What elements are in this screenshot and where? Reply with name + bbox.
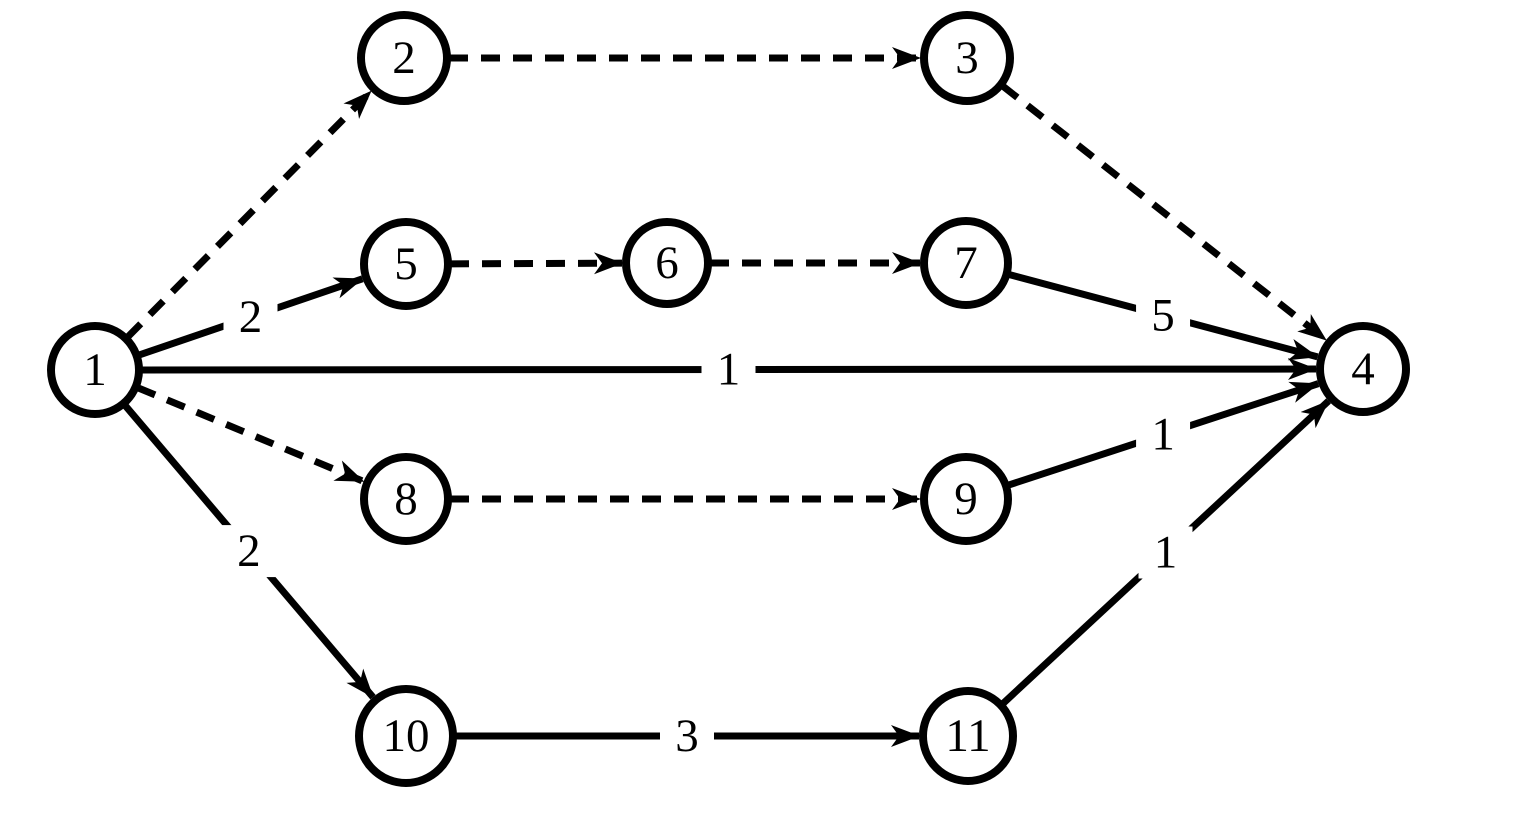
node-circle-11 — [919, 687, 1017, 785]
node-circle-10 — [355, 685, 457, 787]
edge-1-2 — [124, 88, 374, 340]
edge-label-bg-1-5 — [223, 291, 278, 343]
node-label-6: 6 — [655, 237, 679, 289]
node-label-5: 5 — [394, 238, 418, 290]
node-circle-6 — [622, 218, 712, 308]
node-3: 3 — [920, 11, 1014, 105]
node-label-3: 3 — [955, 32, 979, 84]
node-4: 4 — [1316, 322, 1410, 416]
edge-1-8 — [136, 384, 365, 485]
node-label-9: 9 — [954, 473, 978, 525]
edge-label-11-4: 1 — [1154, 527, 1178, 579]
edges-layer — [122, 47, 1331, 747]
node-9: 9 — [920, 453, 1012, 545]
edge-label-bg-9-4 — [1136, 408, 1191, 461]
node-circle-4 — [1316, 322, 1410, 416]
edge-label-1-5: 2 — [239, 291, 263, 343]
node-1: 1 — [47, 322, 143, 418]
node-label-7: 7 — [954, 237, 978, 289]
node-7: 7 — [920, 217, 1012, 309]
node-label-8: 8 — [394, 473, 418, 525]
node-5: 5 — [360, 218, 452, 310]
edge-label-1-10: 2 — [237, 525, 261, 577]
edge-label-bg-10-11 — [660, 710, 714, 762]
edge-label-bg-11-4 — [1138, 526, 1193, 579]
edge-label-bg-7-4 — [1136, 289, 1191, 342]
edge-label-9-4: 1 — [1151, 408, 1175, 460]
edge-label-10-11: 3 — [675, 710, 699, 762]
node-2: 2 — [357, 11, 451, 105]
node-label-2: 2 — [392, 32, 416, 84]
node-circle-8 — [360, 453, 452, 545]
node-circle-7 — [920, 217, 1012, 309]
node-11: 11 — [919, 687, 1017, 785]
edge-label-bg-1-10 — [221, 525, 276, 578]
node-label-1: 1 — [83, 344, 107, 396]
node-6: 6 — [622, 218, 712, 308]
node-circle-2 — [357, 11, 451, 105]
edge-3-4 — [1000, 83, 1329, 343]
edge-label-7-4: 5 — [1151, 290, 1175, 342]
node-8: 8 — [360, 453, 452, 545]
node-label-11: 11 — [945, 710, 990, 762]
node-circle-5 — [360, 218, 452, 310]
node-label-10: 10 — [383, 710, 430, 762]
node-10: 10 — [355, 685, 457, 787]
edge-label-bg-1-4 — [701, 343, 756, 396]
node-circle-9 — [920, 453, 1012, 545]
node-circle-1 — [47, 322, 143, 418]
edge-label-1-4: 1 — [717, 344, 741, 396]
edge-5-6 — [449, 252, 624, 275]
node-circle-3 — [920, 11, 1014, 105]
node-label-4: 4 — [1351, 343, 1375, 395]
